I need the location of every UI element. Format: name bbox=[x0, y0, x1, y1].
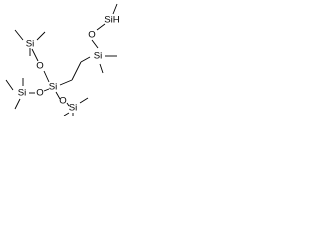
bond-si-central-o-lower bbox=[55, 91, 61, 100]
bond-si-lower-methyl-right bbox=[79, 97, 89, 104]
chemical-structure-diagram: Si O Si O Si O Si Si O SiH bbox=[5, 3, 120, 116]
bond-si-side-o-side bbox=[91, 39, 99, 49]
atom-o-side: O bbox=[88, 30, 95, 41]
bond-ch2-ch2 bbox=[71, 61, 82, 81]
atom-si-terminal: SiH bbox=[104, 15, 120, 26]
atom-si-side: Si bbox=[94, 51, 103, 62]
bond-o-side-si-terminal bbox=[96, 23, 106, 31]
atom-o-left: O bbox=[36, 88, 43, 99]
bond-si-central-ch2 bbox=[59, 79, 73, 86]
bond-si-side-methyl-down bbox=[99, 63, 104, 74]
bond-lines bbox=[5, 3, 118, 116]
bond-si-upper-methyl-right bbox=[36, 31, 46, 41]
atom-si-upper: Si bbox=[26, 39, 35, 50]
bond-si-left-methyl-down bbox=[14, 98, 21, 110]
bond-ch2-si-side bbox=[80, 56, 91, 63]
atom-si-central: Si bbox=[49, 82, 58, 93]
bond-o-left-si-central bbox=[43, 88, 50, 92]
bond-o-lower-si-lower bbox=[66, 102, 70, 107]
bond-si-left-methyl-left bbox=[5, 79, 14, 91]
bond-si-upper-methyl-left bbox=[14, 29, 24, 41]
atom-si-lower: Si bbox=[69, 103, 78, 114]
atom-labels: Si O Si O Si O Si Si O SiH bbox=[18, 15, 120, 114]
bond-si-terminal-methyl-up bbox=[112, 3, 118, 15]
bond-o-upper-si-central bbox=[43, 70, 50, 83]
atom-si-left: Si bbox=[18, 88, 27, 99]
atom-o-upper: O bbox=[36, 61, 43, 72]
bond-si-upper-o-upper bbox=[31, 48, 39, 62]
bond-si-lower-methyl-left bbox=[63, 112, 70, 116]
atom-o-lower: O bbox=[59, 96, 66, 107]
